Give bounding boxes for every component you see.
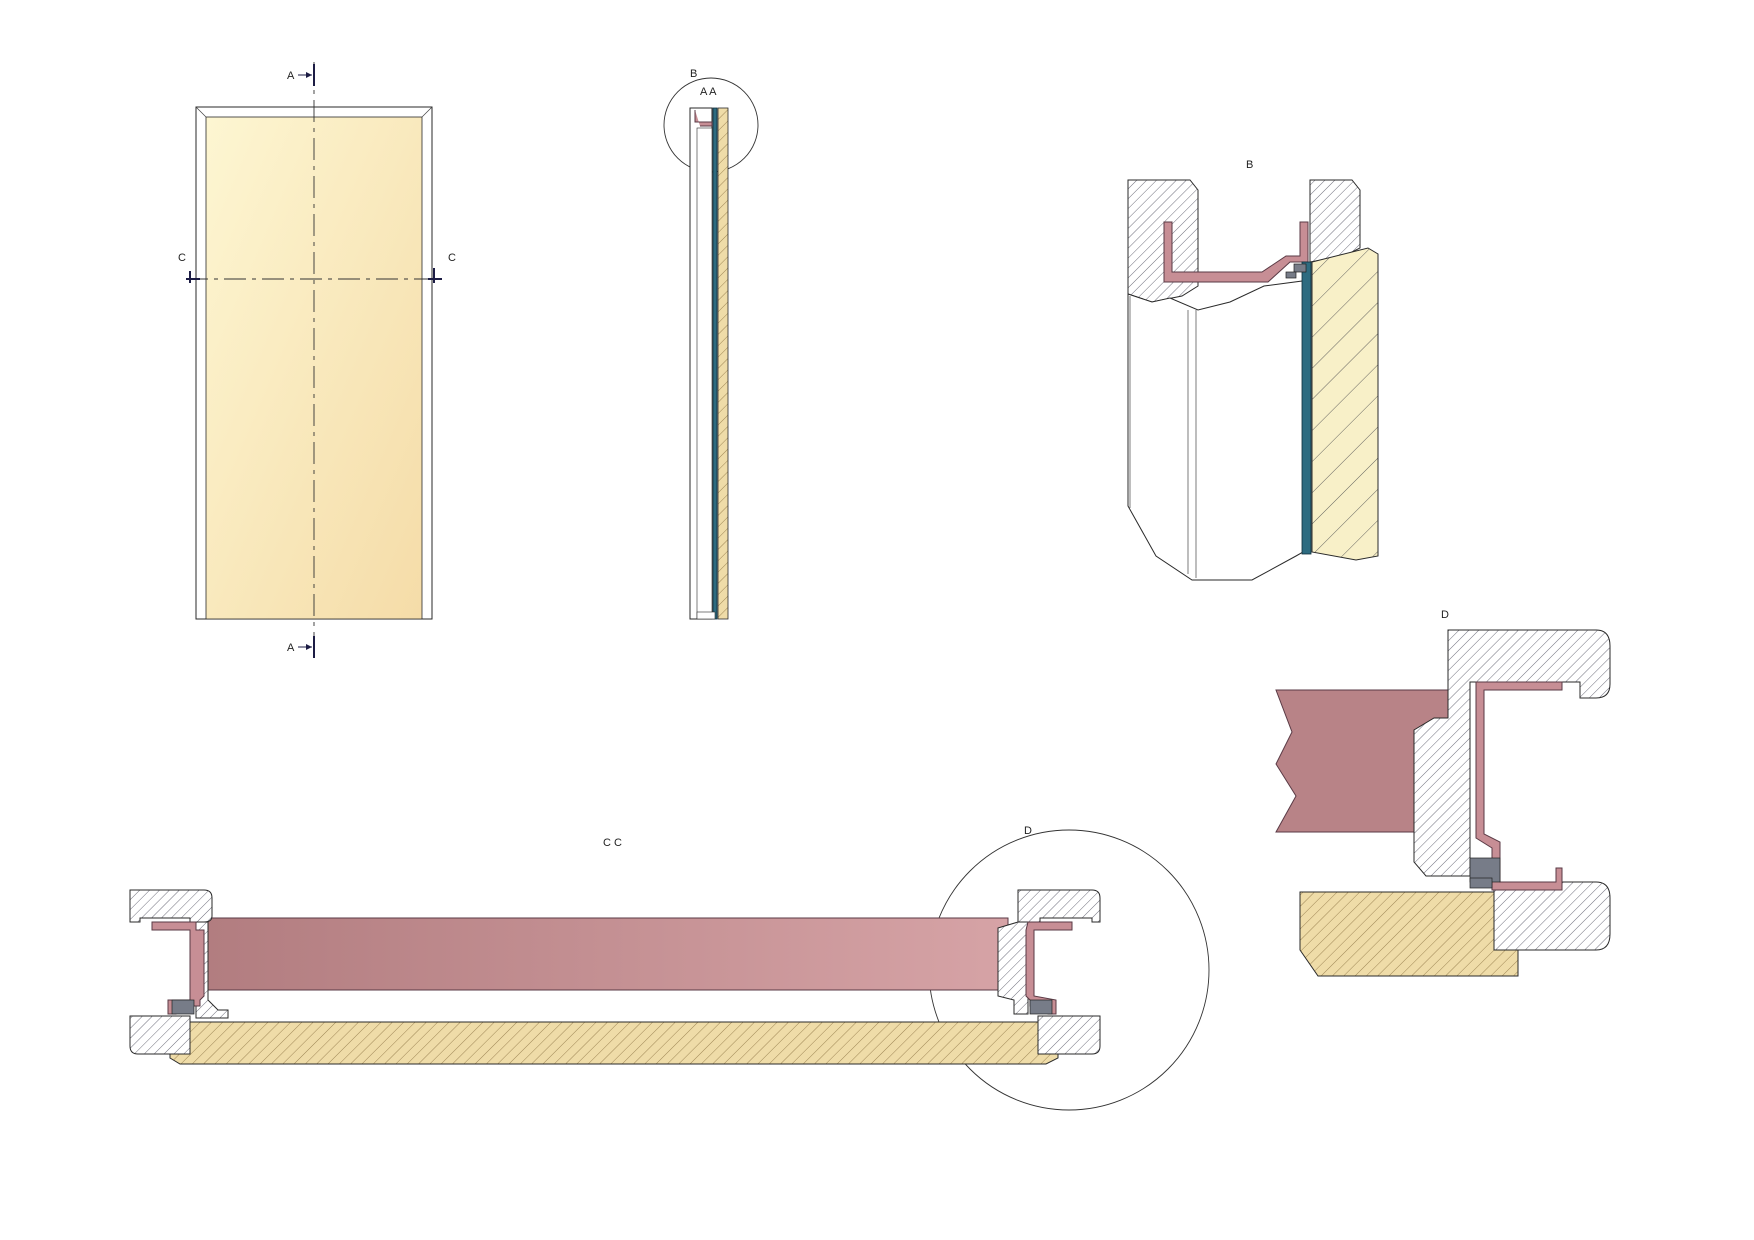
detail-b-frame-right [1309,179,1361,263]
side-wall [717,107,729,620]
detail-b: B [1127,159,1379,581]
detail-d-frame [1413,629,1611,877]
side-section-a-a: B A A [663,68,759,620]
section-arrow-icon [428,268,442,283]
detail-d-frame-bottom [1493,881,1611,951]
plan-section-c-c: C C D [129,825,1210,1111]
detail-b-title: B [1246,159,1253,171]
detail-b-frame-left [1127,179,1199,303]
front-elevation: A A C C [178,62,456,658]
plan-leaf [207,917,1009,991]
detail-d-title: D [1441,609,1449,621]
section-arrow-icon [186,271,200,283]
side-view-title: A A [700,86,717,98]
section-arrow-icon [298,636,315,658]
detail-d-wall [1299,891,1519,977]
side-glass [712,107,718,620]
label-d-marker: D [1024,825,1032,837]
section-arrow-icon [298,64,315,86]
plan-wall [169,1021,1059,1065]
detail-d: D [1275,609,1611,977]
label-c-left: C [178,252,186,264]
plan-frame-left-bottom [129,1015,191,1055]
plan-frame-right-top [1017,889,1101,923]
label-b-marker: B [690,68,697,80]
plan-view-title: C C [603,837,622,849]
detail-b-glass [1301,261,1312,555]
label-a-top: A [287,70,295,82]
plan-frame-right-bottom [1037,1015,1101,1055]
plan-frame-left-top [129,889,213,923]
detail-b-leaf [1127,279,1311,581]
detail-b-wall [1311,247,1379,561]
label-a-bottom: A [287,642,295,654]
detail-b-profile [1163,221,1309,283]
label-c-right: C [448,252,456,264]
